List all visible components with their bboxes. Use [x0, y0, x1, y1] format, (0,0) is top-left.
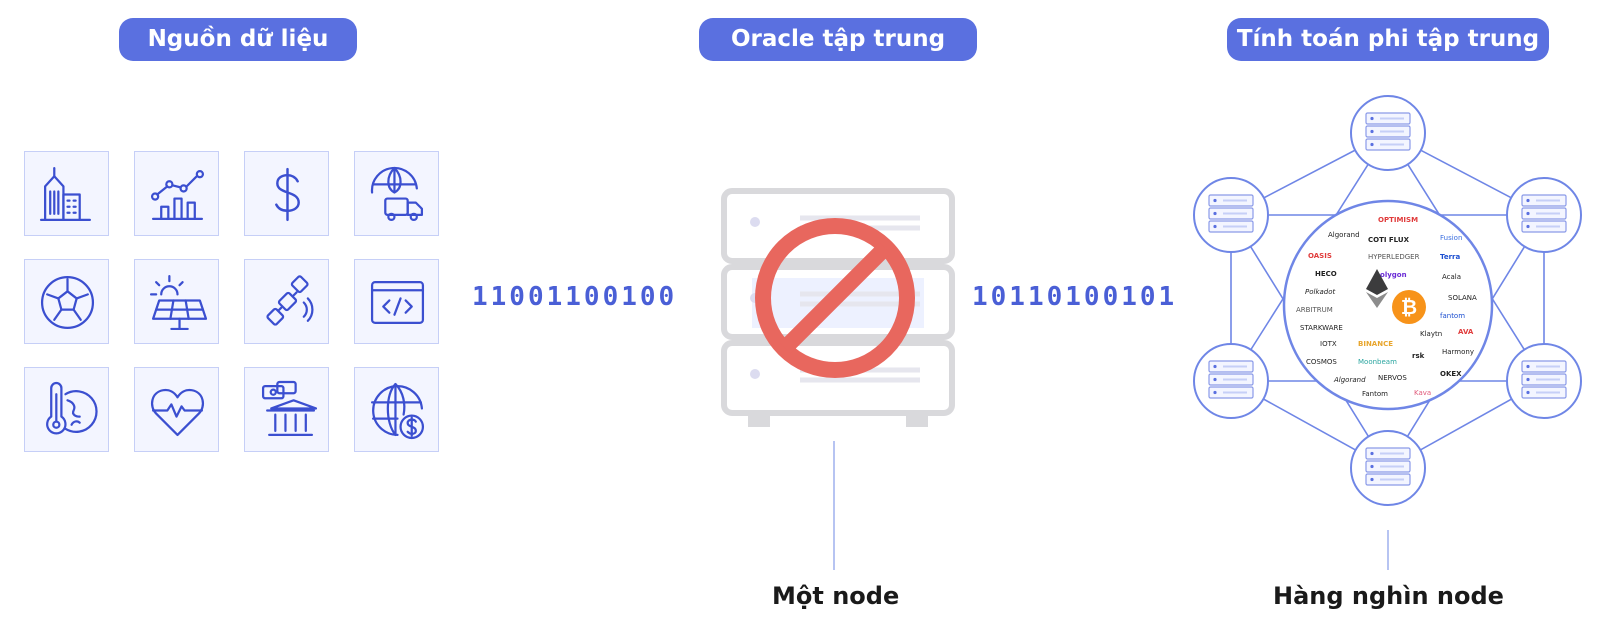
svg-text:Algorand: Algorand	[1328, 231, 1360, 239]
svg-text:NERVOS: NERVOS	[1378, 374, 1407, 382]
buildings-icon	[24, 151, 109, 236]
svg-text:Kava: Kava	[1414, 389, 1431, 397]
svg-text:polygon: polygon	[1375, 271, 1407, 279]
globe-dollar-icon	[354, 367, 439, 452]
bitcoin-icon: ₿	[1392, 290, 1426, 324]
svg-text:IOTX: IOTX	[1320, 340, 1337, 348]
svg-text:ARBITRUM: ARBITRUM	[1296, 306, 1333, 314]
svg-text:OASIS: OASIS	[1308, 252, 1332, 260]
blockchain-logos: OPTIMISM Algorand COTI FLUX Fusion OASIS…	[1296, 216, 1477, 398]
dollar-icon	[244, 151, 329, 236]
ethereum-icon	[1366, 269, 1388, 308]
svg-text:HECO: HECO	[1315, 270, 1337, 278]
svg-text:COTI FLUX: COTI FLUX	[1368, 236, 1410, 244]
svg-text:OPTIMISM: OPTIMISM	[1378, 216, 1418, 224]
svg-text:Moonbeam: Moonbeam	[1358, 358, 1397, 366]
svg-text:Fusion: Fusion	[1440, 234, 1462, 242]
svg-text:Algorand: Algorand	[1333, 376, 1366, 384]
prohibition-sign-icon	[755, 218, 915, 378]
svg-text:Klaytn: Klaytn	[1420, 330, 1442, 338]
globe-delivery-truck-icon	[354, 151, 439, 236]
svg-text:Polkadot: Polkadot	[1305, 288, 1336, 296]
satellite-icon	[244, 259, 329, 344]
server-node	[1506, 343, 1582, 419]
data-sources-header: Nguồn dữ liệu	[119, 18, 357, 61]
svg-text:HYPERLEDGER: HYPERLEDGER	[1368, 253, 1420, 261]
server-node	[1350, 95, 1426, 171]
svg-text:Terra: Terra	[1440, 253, 1460, 261]
binary-stream-left: 11001100100	[472, 282, 678, 312]
server-node	[1193, 343, 1269, 419]
svg-text:BINANCE: BINANCE	[1358, 340, 1393, 348]
server-node	[1193, 177, 1269, 253]
svg-text:fantom: fantom	[1440, 312, 1465, 320]
decentralized-computation-header: Tính toán phi tập trung	[1227, 18, 1549, 61]
soccer-ball-icon	[24, 259, 109, 344]
thermometer-globe-icon	[24, 367, 109, 452]
server-node	[1506, 177, 1582, 253]
central-oracle-header: Oracle tập trung	[699, 18, 977, 61]
svg-text:AVA: AVA	[1458, 328, 1474, 336]
bank-money-icon	[244, 367, 329, 452]
svg-text:STARKWARE: STARKWARE	[1300, 324, 1343, 332]
thousands-nodes-caption: Hàng nghìn node	[1273, 582, 1504, 610]
binary-stream-right: 10110100101	[972, 282, 1178, 312]
svg-text:SOLANA: SOLANA	[1448, 294, 1477, 302]
svg-text:Acala: Acala	[1442, 273, 1461, 281]
blockchain-hub	[1282, 199, 1494, 411]
svg-text:₿: ₿	[1401, 295, 1417, 319]
single-node-caption: Một node	[772, 582, 900, 610]
server-node	[1350, 430, 1426, 506]
solar-panel-icon	[134, 259, 219, 344]
code-window-icon	[354, 259, 439, 344]
svg-text:Harmony: Harmony	[1442, 348, 1474, 356]
svg-text:OKEX: OKEX	[1440, 370, 1462, 378]
line-bar-chart-icon	[134, 151, 219, 236]
heart-rate-icon	[134, 367, 219, 452]
svg-text:COSMOS: COSMOS	[1306, 358, 1337, 366]
svg-text:Fantom: Fantom	[1362, 390, 1388, 398]
svg-text:rsk: rsk	[1412, 352, 1425, 360]
